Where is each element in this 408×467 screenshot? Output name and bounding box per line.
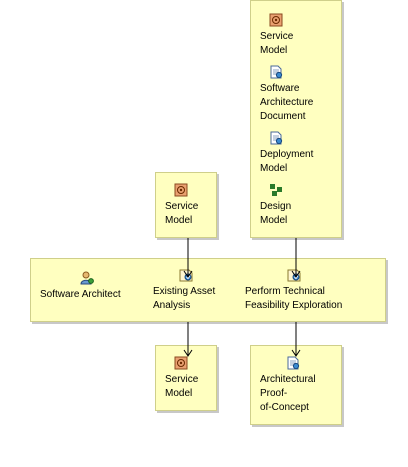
arrowhead-task-2-to-output-right	[291, 349, 301, 357]
role-software-architect-label: Software Architect	[40, 289, 121, 300]
task-perform-technical-feasibility-exploration-label: Perform Technical Feasibility Exploratio…	[245, 286, 343, 311]
workflow-band: Software Architect Existing Asset Analys…	[30, 258, 386, 322]
input-design-model-label: Design Model	[260, 201, 292, 226]
input-service-model-left[interactable]: Service Model	[165, 183, 198, 228]
role-software-architect[interactable]: Software Architect	[40, 271, 121, 302]
input-artifacts-group-left: Service Model	[155, 172, 217, 238]
output-architectural-proof-of-concept[interactable]: Architectural Proof- of-Concept	[260, 356, 316, 415]
role-icon	[80, 271, 94, 285]
input-artifacts-group-right: Service Model Software Architecture Docu…	[250, 0, 342, 238]
document-icon	[287, 356, 300, 370]
input-deployment-model[interactable]: Deployment Model	[260, 131, 313, 176]
output-service-model-label: Service Model	[165, 374, 199, 399]
input-deployment-model-label: Deployment Model	[260, 149, 314, 174]
arrowhead-input-left-to-task-1	[183, 270, 193, 278]
input-service-model-right[interactable]: Service Model	[260, 13, 293, 58]
output-architectural-proof-of-concept-label: Architectural Proof- of-Concept	[260, 374, 316, 413]
arrowhead-input-right-to-task-2	[291, 270, 301, 278]
design-model-icon	[270, 184, 282, 196]
input-service-model-right-label: Service Model	[260, 31, 294, 56]
input-service-model-left-label: Service Model	[165, 201, 199, 226]
output-artifact-left: Service Model	[155, 345, 217, 411]
task-existing-asset-analysis[interactable]: Existing Asset Analysis	[153, 268, 215, 313]
input-software-architecture-document-label: Software Architecture Document	[260, 83, 314, 122]
task-existing-asset-analysis-label: Existing Asset Analysis	[153, 286, 216, 311]
document-icon	[270, 65, 283, 79]
artifact-model-icon	[174, 183, 188, 197]
artifact-model-icon	[269, 13, 283, 27]
output-service-model[interactable]: Service Model	[165, 356, 198, 401]
input-design-model[interactable]: Design Model	[260, 183, 291, 228]
task-perform-technical-feasibility-exploration[interactable]: Perform Technical Feasibility Exploratio…	[245, 268, 342, 313]
arrowhead-task-1-to-output-left	[183, 349, 193, 357]
output-artifact-right: Architectural Proof- of-Concept	[250, 345, 342, 425]
input-software-architecture-document[interactable]: Software Architecture Document	[260, 65, 313, 124]
artifact-model-icon	[174, 356, 188, 370]
document-icon	[270, 131, 283, 145]
